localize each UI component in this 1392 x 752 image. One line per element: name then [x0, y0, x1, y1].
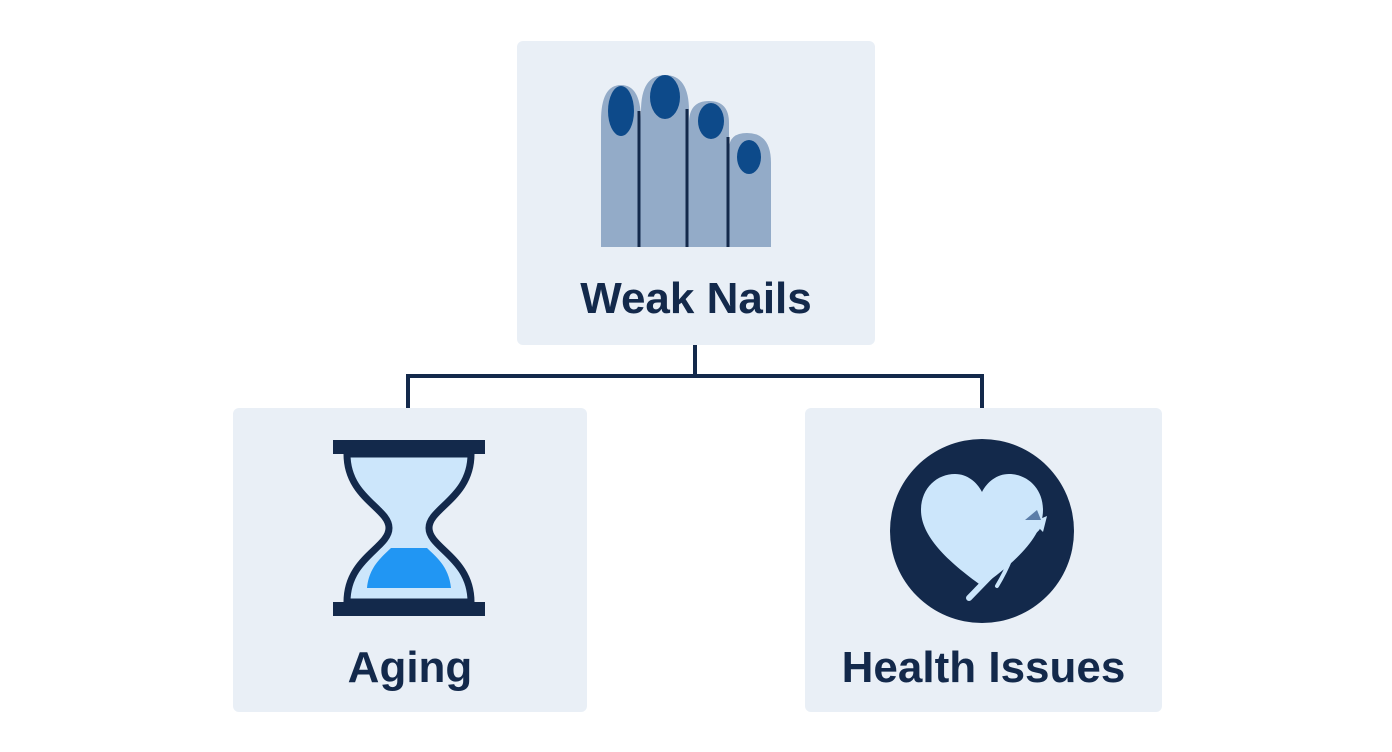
heart-health-icon [890, 439, 1074, 623]
node-label-root: Weak Nails [580, 274, 812, 323]
node-label-aging: Aging [347, 643, 473, 692]
node-label-health-issues: Health Issues [841, 643, 1126, 692]
node-health-issues: Health Issues [805, 408, 1162, 712]
node-weak-nails: Weak Nails [517, 41, 875, 345]
fingernails-icon [601, 75, 771, 247]
node-aging: Aging [233, 408, 587, 712]
hourglass-icon [333, 440, 485, 616]
